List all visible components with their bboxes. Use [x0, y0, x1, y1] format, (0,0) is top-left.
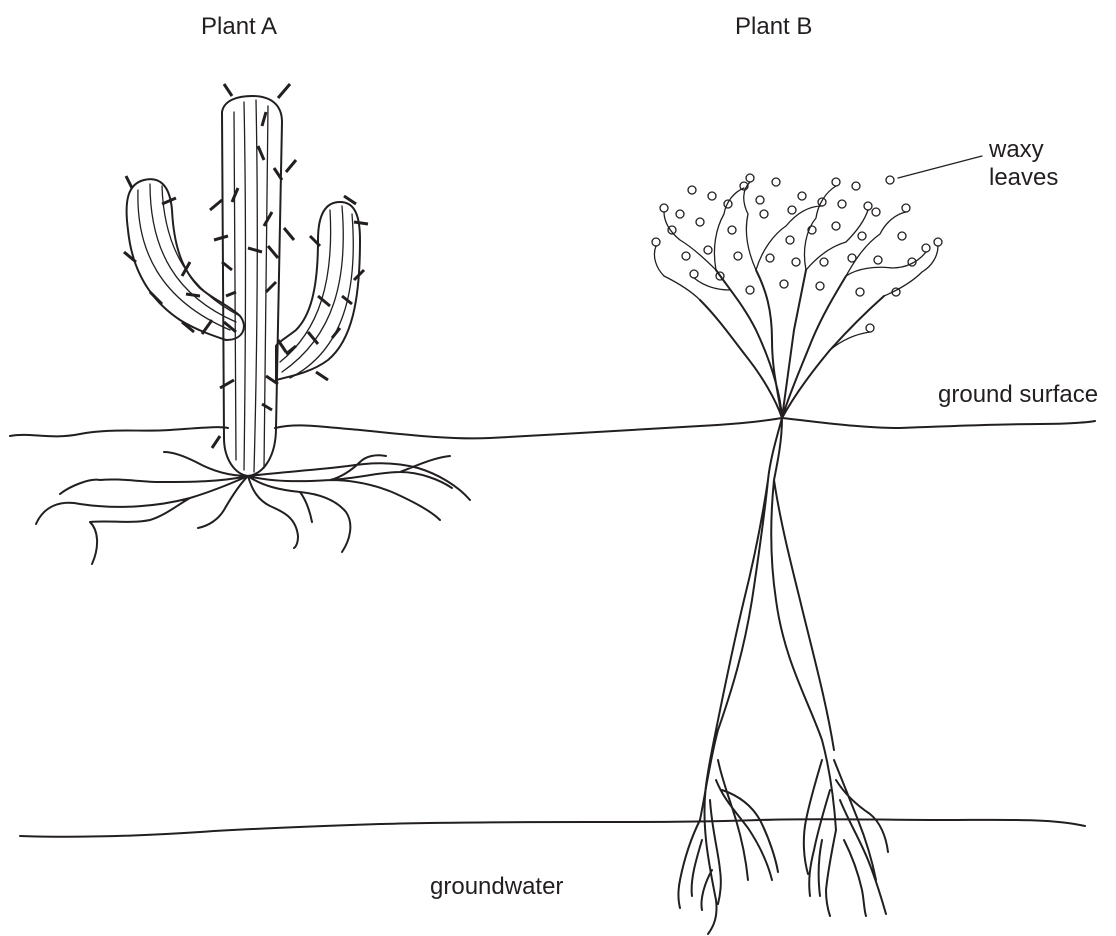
waxy-leaves-pointer	[898, 156, 982, 178]
ground-surface-line	[10, 418, 1095, 438]
waxy-leaves-label: waxy leaves	[989, 136, 1058, 191]
plant-b-label: Plant B	[735, 13, 812, 41]
plant-a-cactus	[36, 84, 470, 564]
plant-a-label: Plant A	[201, 13, 277, 41]
plant-b-shrub	[652, 156, 982, 934]
ground-surface-label: ground surface	[938, 381, 1098, 409]
groundwater-line	[20, 819, 1085, 837]
cactus-roots	[36, 452, 470, 564]
cactus-left-arm	[127, 179, 244, 340]
groundwater-label: groundwater	[430, 873, 563, 901]
shrub-leaf-curls	[652, 174, 942, 332]
cactus-right-arm-ribs	[280, 206, 353, 378]
cactus-left-arm-ribs	[138, 184, 240, 330]
